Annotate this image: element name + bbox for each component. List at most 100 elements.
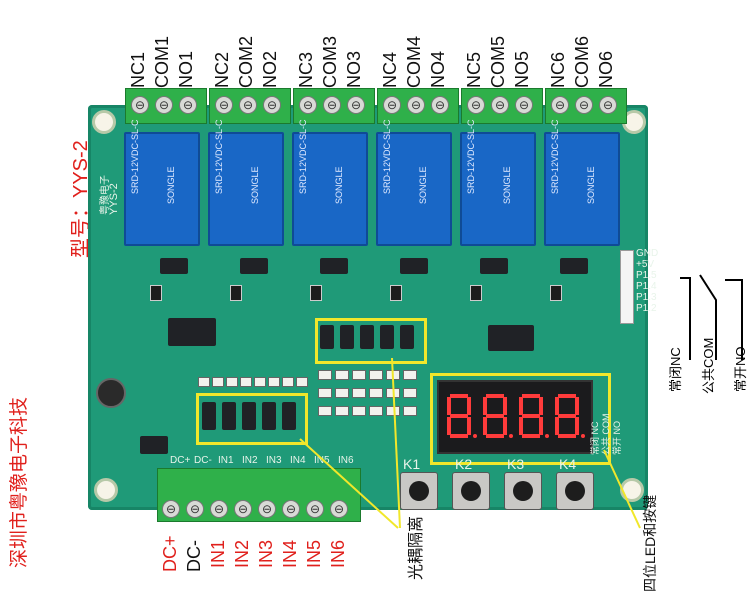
- relay-diagram-no: 常开NO: [733, 346, 748, 392]
- seven-segment-display: [437, 380, 593, 454]
- resistor: [268, 377, 280, 387]
- segment: [467, 397, 471, 415]
- shift-register-chip: [168, 318, 216, 346]
- resistor: [369, 406, 383, 416]
- transistor: [400, 258, 428, 274]
- button-k3[interactable]: [504, 472, 542, 510]
- mounting-hole: [92, 110, 116, 134]
- diode: [310, 285, 322, 301]
- segment: [522, 414, 540, 418]
- resistor: [282, 377, 294, 387]
- resistor: [318, 406, 332, 416]
- button-k4[interactable]: [556, 472, 594, 510]
- screw-head: ⊖: [215, 96, 233, 114]
- resistor: [352, 370, 366, 380]
- diode: [230, 285, 242, 301]
- resistor: [369, 370, 383, 380]
- segment: [450, 434, 468, 438]
- screw-head: ⊖: [299, 96, 317, 114]
- pcb-input-label: IN3: [266, 455, 282, 466]
- screw-head: ⊖: [323, 96, 341, 114]
- segment: [522, 394, 540, 398]
- driver-chip: [488, 325, 534, 351]
- segment: [539, 397, 543, 415]
- segment: [539, 417, 543, 435]
- pcb-input-label: IN4: [290, 455, 306, 466]
- diode: [390, 285, 402, 301]
- button-cap: [565, 481, 585, 501]
- button-label: K2: [455, 456, 473, 472]
- segment: [450, 394, 468, 398]
- optocoupler: [242, 402, 256, 430]
- segment: [575, 417, 579, 435]
- segment: [519, 397, 523, 415]
- resistor: [403, 388, 417, 398]
- screw-head: ⊖: [407, 96, 425, 114]
- screw-head: ⊖: [515, 96, 533, 114]
- diode: [150, 285, 162, 301]
- diode: [550, 285, 562, 301]
- screw-head: ⊖: [551, 96, 569, 114]
- pin-label: GND: [636, 248, 659, 259]
- button-k1[interactable]: [400, 472, 438, 510]
- segment: [467, 417, 471, 435]
- optocoupler-box-upper: [315, 318, 427, 364]
- resistor: [352, 406, 366, 416]
- segment: [555, 397, 559, 415]
- screw-head: ⊖: [155, 96, 173, 114]
- segment: [558, 434, 576, 438]
- screw-head: ⊖: [186, 500, 204, 518]
- segment: [486, 394, 504, 398]
- button-label: K4: [559, 456, 577, 472]
- segment: [503, 417, 507, 435]
- decimal-point: [545, 434, 549, 438]
- pin-header: [620, 250, 634, 324]
- screw-head: ⊖: [258, 500, 276, 518]
- mounting-hole: [94, 478, 118, 502]
- resistor: [226, 377, 238, 387]
- resistor: [198, 377, 210, 387]
- segment: [558, 394, 576, 398]
- button-label: K3: [507, 456, 525, 472]
- segment: [483, 397, 487, 415]
- pcb-input-label: DC+: [170, 455, 191, 466]
- screw-head: ⊖: [210, 500, 228, 518]
- button-cap: [409, 481, 429, 501]
- resistor: [254, 377, 266, 387]
- screw-head: ⊖: [347, 96, 365, 114]
- screw-head: ⊖: [162, 500, 180, 518]
- optocoupler: [340, 325, 354, 349]
- pin-label: P1.3: [636, 292, 657, 303]
- segment: [555, 417, 559, 435]
- transistor: [240, 258, 268, 274]
- resistor: [335, 370, 349, 380]
- screw-head: ⊖: [239, 96, 257, 114]
- resistor: [240, 377, 252, 387]
- button-k2[interactable]: [452, 472, 490, 510]
- display-callout: 四位LED和按键: [642, 494, 658, 592]
- optocoupler: [202, 402, 216, 430]
- optocoupler: [282, 402, 296, 430]
- resistor: [318, 388, 332, 398]
- segment: [519, 417, 523, 435]
- optocoupler-callout: 光耦隔离: [408, 515, 425, 580]
- transistor: [160, 258, 188, 274]
- button-cap: [513, 481, 533, 501]
- segment: [486, 414, 504, 418]
- decimal-point: [473, 434, 477, 438]
- diode: [470, 285, 482, 301]
- pcb-input-label: IN2: [242, 455, 258, 466]
- optocoupler: [222, 402, 236, 430]
- screw-head: ⊖: [306, 500, 324, 518]
- display-box: [430, 373, 611, 465]
- decimal-point: [509, 434, 513, 438]
- resistor: [403, 370, 417, 380]
- screw-head: ⊖: [491, 96, 509, 114]
- transistor: [480, 258, 508, 274]
- transistor: [560, 258, 588, 274]
- pcb-input-label: IN5: [314, 455, 330, 466]
